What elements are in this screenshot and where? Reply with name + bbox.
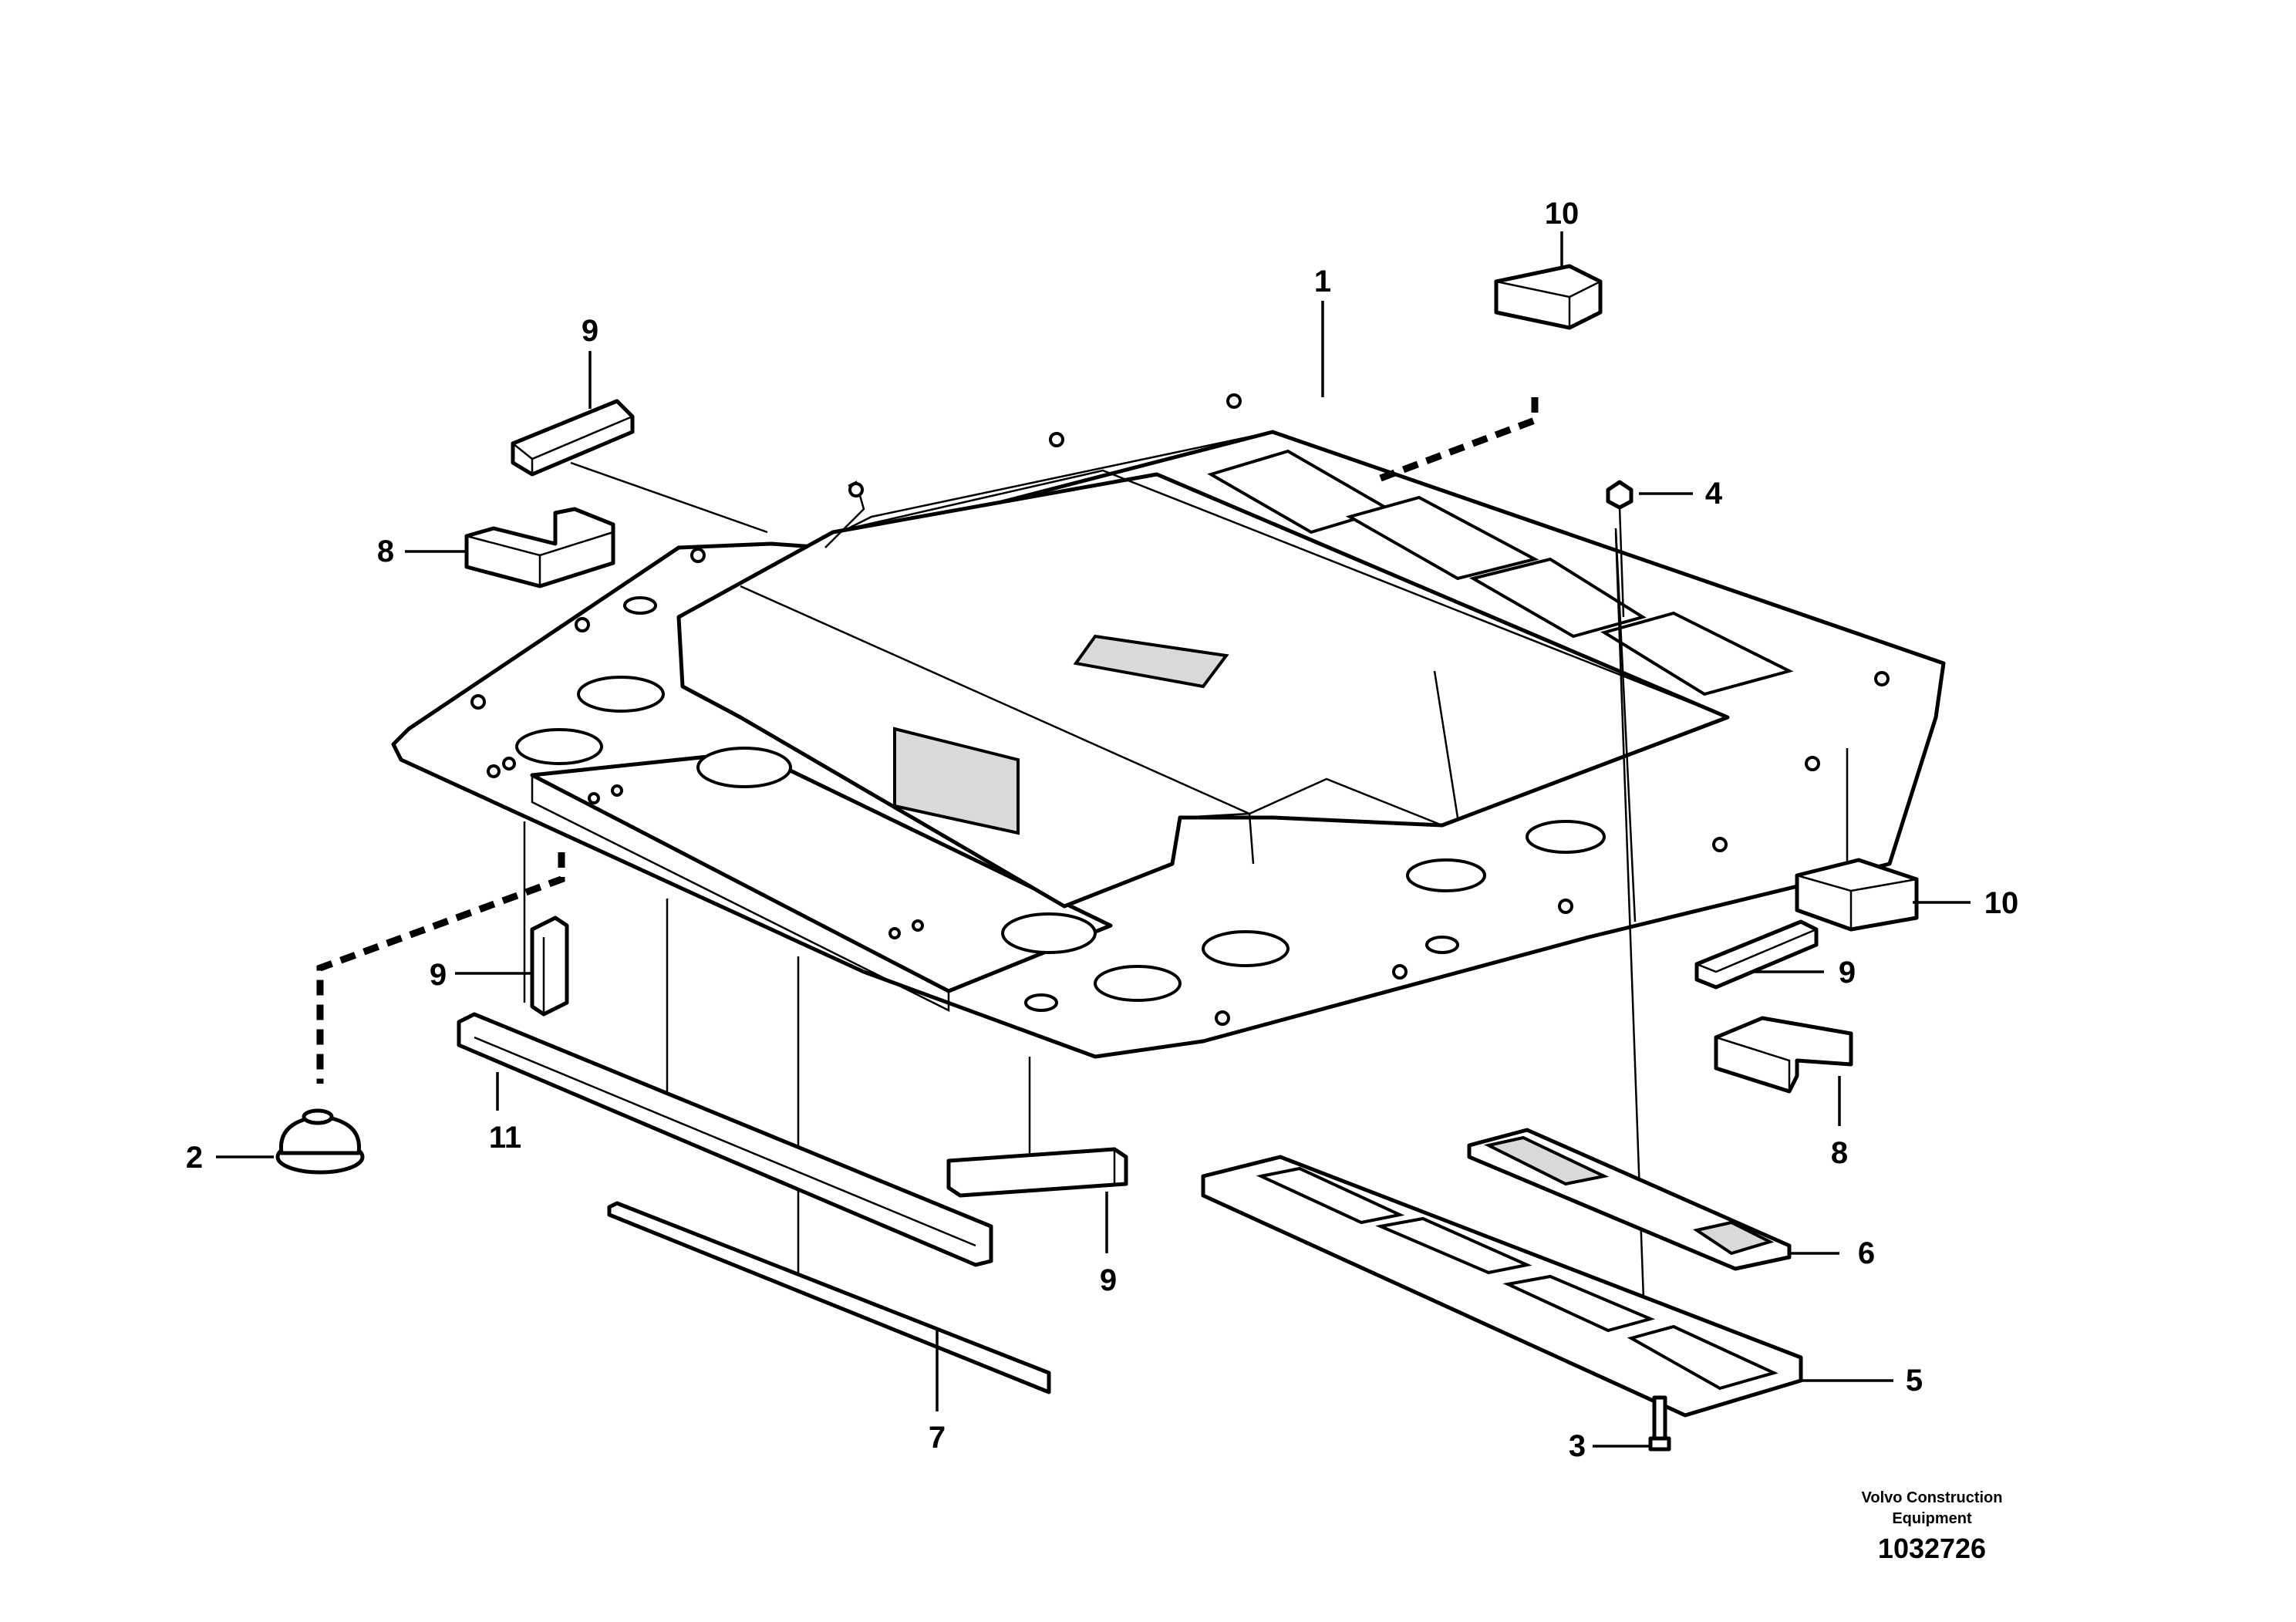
u-bracket-part-8-upper — [464, 507, 615, 588]
projection-lines — [523, 461, 1849, 1385]
callout-1: 1 — [1314, 265, 1331, 298]
insulation-block-part-9-left — [530, 916, 569, 1017]
filter-frame-part-5 — [1201, 1155, 1803, 1418]
insulation-block-part-10-right — [1795, 858, 1919, 932]
u-bracket-part-8-right — [1714, 1016, 1853, 1094]
clip-part-4 — [1606, 480, 1633, 618]
callout-9-left: 9 — [430, 958, 447, 992]
callout-9-lower: 9 — [1100, 1263, 1117, 1297]
callout-leaders — [216, 231, 1971, 1448]
insulation-block-part-9-lower — [946, 1147, 1128, 1198]
callout-5: 5 — [1906, 1364, 1923, 1398]
drawing-number: 1032726 — [1878, 1533, 1986, 1564]
callout-2: 2 — [186, 1141, 203, 1175]
screw-part-3 — [1648, 1395, 1671, 1452]
drawing-footer: Volvo Construction Equipment 1032726 — [1862, 1489, 2003, 1564]
callout-9-upper: 9 — [582, 314, 598, 348]
callout-8-right: 8 — [1831, 1136, 1848, 1170]
filter-mesh-part-6 — [1467, 1128, 1792, 1271]
insulation-block-part-10-upper — [1494, 264, 1603, 330]
floor-panel-part-1 — [391, 393, 1946, 1059]
callout-4: 4 — [1705, 477, 1723, 511]
callout-8-upper: 8 — [377, 534, 394, 568]
callout-9-right: 9 — [1839, 956, 1856, 990]
company-name-line2: Equipment — [1892, 1510, 1972, 1527]
trim-strip-part-7 — [607, 1201, 1051, 1394]
callout-3: 3 — [1569, 1429, 1586, 1463]
callout-6: 6 — [1858, 1236, 1875, 1270]
sealing-strip-part-11 — [457, 1012, 993, 1267]
callout-labels: 1 10 9 8 4 2 9 11 9 7 10 9 8 6 5 3 — [186, 197, 2018, 1463]
callout-10-upper: 10 — [1545, 197, 1580, 231]
insulation-block-part-9-upper — [511, 399, 635, 477]
dashed-attachment-lines — [316, 397, 1539, 1084]
company-name-line1: Volvo Construction — [1862, 1489, 2003, 1506]
insulation-block-part-9-right — [1694, 919, 1819, 990]
callout-7: 7 — [929, 1421, 946, 1455]
callout-10-right: 10 — [1984, 886, 2019, 920]
callout-11: 11 — [489, 1121, 521, 1155]
plug-part-2 — [275, 1108, 365, 1175]
